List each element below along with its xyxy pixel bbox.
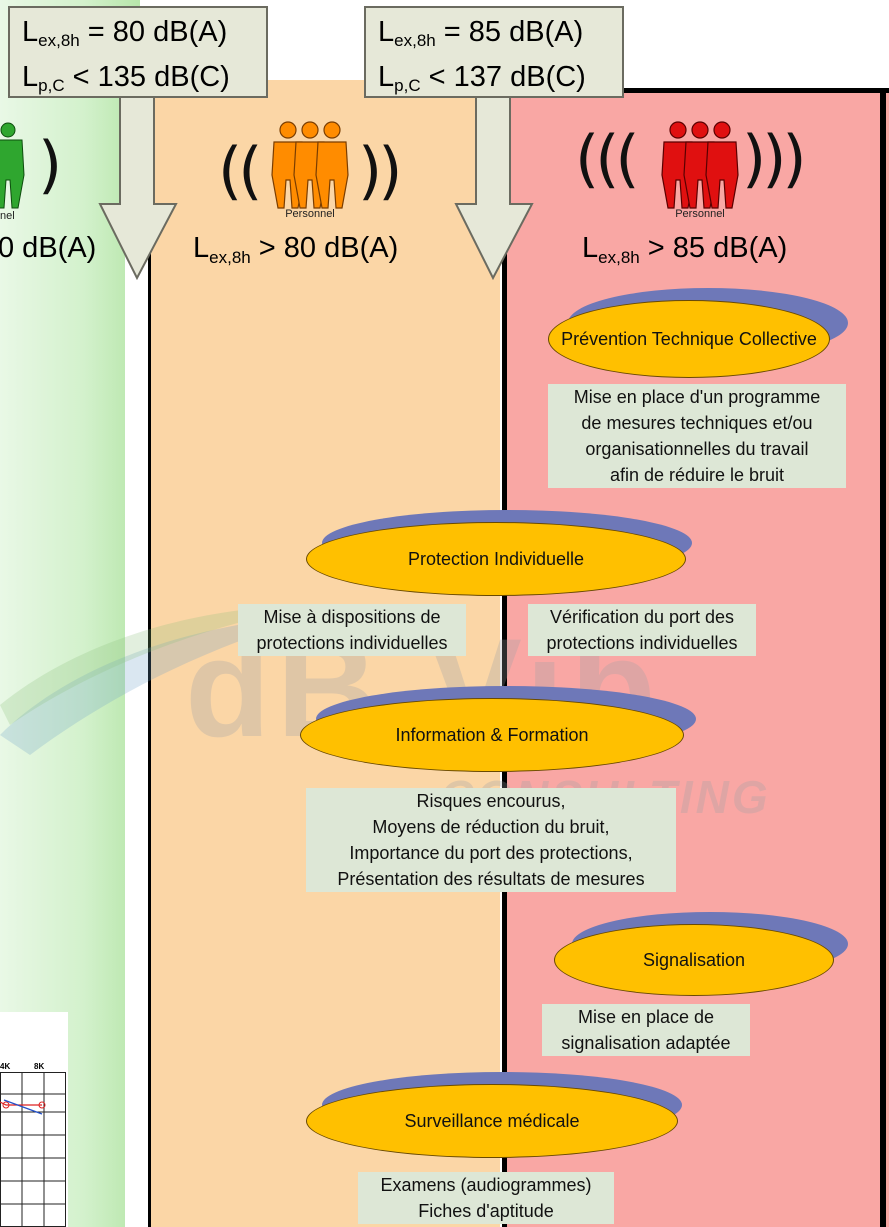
note-information: Risques encourus,Moyens de réduction du … <box>306 788 676 892</box>
sound-wave-red-left: ((( <box>575 122 640 195</box>
measure-protection: Protection Individuelle <box>306 510 696 600</box>
measure-surveillance: Surveillance médicale <box>306 1072 686 1162</box>
level-green: 0 dB(A) <box>0 232 97 264</box>
measure-information-label: Information & Formation <box>300 698 684 772</box>
personnel-label-green: nel <box>0 210 15 222</box>
threshold-callout-lower: Lex,8h = 80 dB(A) Lp,C < 135 dB(C) <box>8 6 268 98</box>
audiogram-label-4k: 4K <box>0 1062 11 1071</box>
level-red: Lex,8h > 85 dB(A) <box>582 232 788 267</box>
threshold-callout-upper: Lex,8h = 85 dB(A) Lp,C < 137 dB(C) <box>364 6 624 98</box>
threshold-upper-line1: Lex,8h = 85 dB(A) <box>378 16 584 50</box>
threshold-arrow-lower <box>98 94 178 280</box>
personnel-icon-green <box>0 122 25 209</box>
threshold-arrow-upper <box>454 94 534 280</box>
watermark-swoosh <box>0 605 320 755</box>
zone-divider-left <box>148 80 151 1227</box>
note-surveillance: Examens (audiogrammes)Fiches d'aptitude <box>358 1172 614 1224</box>
zone-right-border <box>880 88 886 1227</box>
audiogram-grid <box>0 1072 66 1227</box>
personnel-icon-red <box>661 121 739 209</box>
level-orange: Lex,8h > 80 dB(A) <box>193 232 399 267</box>
measure-signalisation: Signalisation <box>554 912 850 998</box>
personnel-label-red: Personnel <box>675 208 725 220</box>
threshold-upper-line2: Lp,C < 137 dB(C) <box>378 61 586 95</box>
sound-wave-orange-left: (( <box>218 134 262 207</box>
audiogram-label-8k: 8K <box>34 1062 45 1071</box>
personnel-label-orange: Personnel <box>285 208 335 220</box>
measure-surveillance-label: Surveillance médicale <box>306 1084 678 1158</box>
measure-prevention: Prévention Technique Collective <box>548 288 850 380</box>
audiogram-thumbnail: 4K 8K <box>0 1012 68 1227</box>
sound-wave-red-right: ))) <box>742 122 807 195</box>
zone-divider-right <box>502 90 507 1227</box>
threshold-lower-line2: Lp,C < 135 dB(C) <box>22 61 230 95</box>
sound-wave-green-right: ) <box>38 128 62 201</box>
measure-information: Information & Formation <box>300 686 698 776</box>
threshold-lower-line1: Lex,8h = 80 dB(A) <box>22 16 228 50</box>
zone-top-border <box>502 88 889 93</box>
measure-prevention-label: Prévention Technique Collective <box>548 300 830 378</box>
measure-protection-label: Protection Individuelle <box>306 522 686 596</box>
personnel-icon-orange <box>271 121 349 209</box>
measure-signalisation-label: Signalisation <box>554 924 834 996</box>
sound-wave-orange-right: )) <box>358 134 402 207</box>
